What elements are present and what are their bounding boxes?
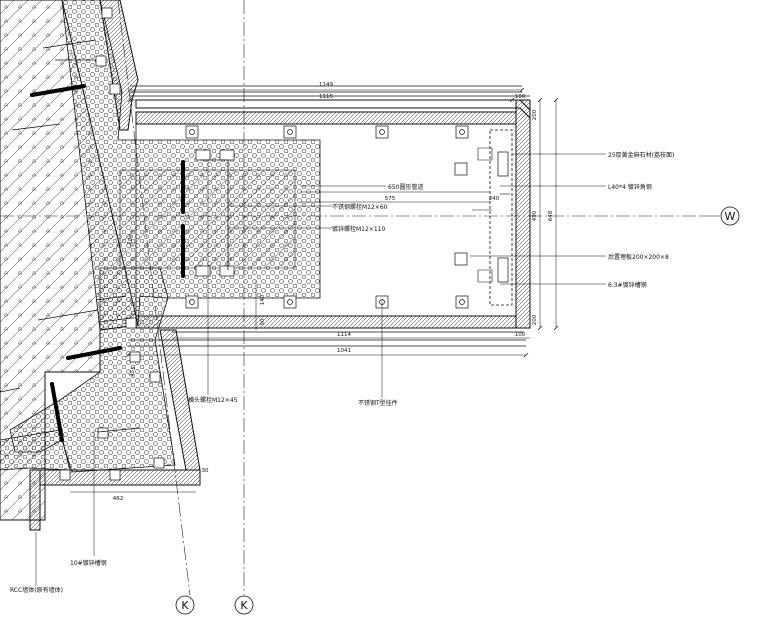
label-angle: L40*4 镀锌角钢 (608, 183, 652, 191)
dim-1149: 1149 (319, 82, 333, 88)
label-plate: 后置埋板200×200×8 (608, 253, 669, 261)
dim-1041: 1041 (337, 348, 351, 354)
node-plates (472, 147, 510, 283)
axis-bubble-w: W (720, 206, 740, 226)
label-bolt-m12x60: 不锈钢螺栓M12×60 (332, 203, 388, 211)
dim-155: 155 (129, 365, 138, 377)
dim-140: 140 (260, 294, 266, 305)
label-bar: 6.3#镀锌槽钢 (608, 281, 647, 289)
fastener-rods (0, 39, 229, 433)
dim-180: 180 (127, 233, 136, 245)
axis-label-k2: K (240, 599, 248, 612)
label-stainless: 不锈钢T型挂件 (358, 399, 398, 407)
label-stone: 25厚黄金麻石材(荔枝面) (608, 151, 674, 159)
axis-bubble-k2: K (234, 595, 254, 615)
axis-label-w: W (725, 210, 736, 223)
dimension-ticks (125, 87, 559, 358)
dim-30: 30 (202, 468, 209, 474)
dim-490: 490 (532, 210, 538, 221)
anchor-bars (30, 84, 185, 442)
label-rcc: RCC墙体(原有墙体) (10, 586, 63, 594)
dim-90: 90 (260, 318, 266, 325)
axis-label-k1: K (181, 599, 189, 612)
label-bolt-m12x110: 镀锌螺栓M12×110 (332, 225, 385, 233)
dim-200-top: 200 (532, 109, 538, 120)
brackets (59, 7, 509, 481)
stone-cladding (29, 0, 531, 531)
dim-575: 575 (385, 196, 396, 202)
dim-200-bot: 200 (532, 314, 538, 325)
dim-100-bot: 100 (515, 332, 526, 338)
dim-462: 462 (113, 496, 124, 502)
dim-240: 240 (489, 196, 500, 202)
leader-lines (35, 153, 720, 586)
inner-concrete (119, 169, 296, 269)
label-pipe: 650圆形管道 (388, 183, 423, 191)
dimension-lines (70, 89, 557, 493)
dim-1115: 1115 (319, 94, 333, 100)
dim-100-top: 100 (515, 94, 526, 100)
label-channel-left: 10#镀锌槽钢 (70, 559, 107, 567)
dim-1114: 1114 (337, 332, 351, 338)
axis-bubble-k1: K (175, 595, 195, 615)
label-bolt-m12x45: 横头螺栓M12×45 (188, 396, 238, 404)
steel-frame (128, 85, 530, 347)
dim-648: 648 (548, 210, 554, 221)
